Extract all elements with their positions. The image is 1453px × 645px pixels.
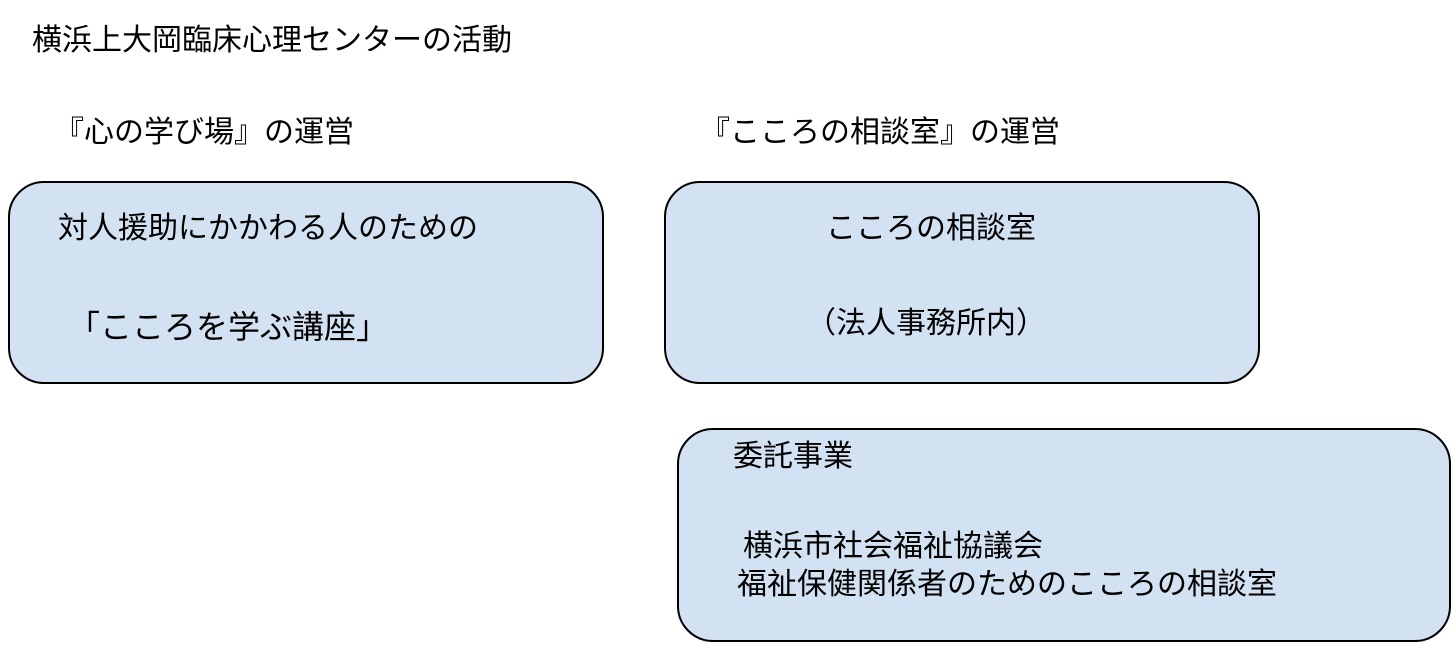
lecture-box: 対人援助にかかわる人のための 「こころを学ぶ講座」 <box>8 181 604 384</box>
lecture-box-title: 「こころを学ぶ講座」 <box>68 308 389 346</box>
section-heading-learning: 『心の学び場』の運営 <box>54 115 354 150</box>
consultation-box-location: （法人事務所内） <box>806 306 1046 341</box>
commission-box-client: 横浜市社会福祉協議会 <box>743 529 1043 564</box>
lecture-box-subtitle: 対人援助にかかわる人のための <box>58 211 478 246</box>
section-heading-consultation: 『こころの相談室』の運営 <box>700 115 1060 150</box>
consultation-box: こころの相談室 （法人事務所内） <box>664 181 1260 384</box>
page-title: 横浜上大岡臨床心理センターの活動 <box>32 23 512 58</box>
commission-box-service: 福祉保健関係者のためのこころの相談室 <box>737 567 1277 602</box>
commission-box-heading: 委託事業 <box>733 439 853 474</box>
consultation-box-title: こころの相談室 <box>826 211 1036 246</box>
commission-box: 委託事業 横浜市社会福祉協議会 福祉保健関係者のためのこころの相談室 <box>677 428 1451 642</box>
